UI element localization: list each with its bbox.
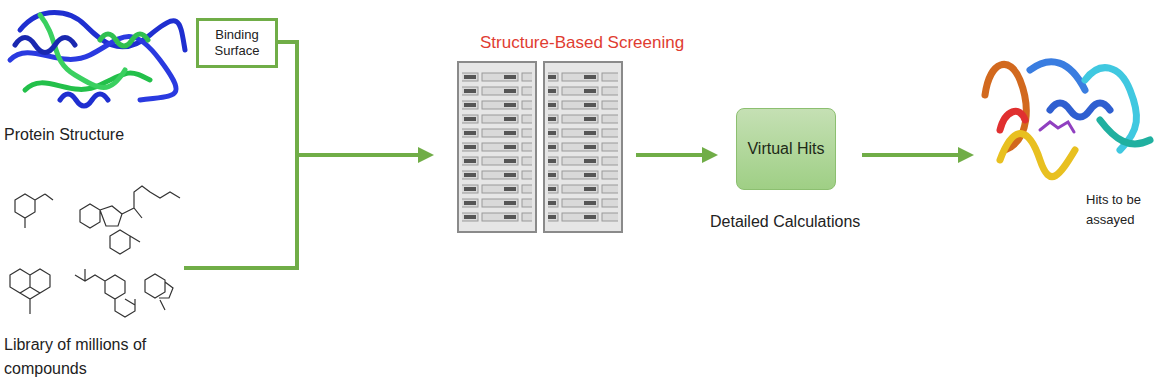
- molecule-sketches: [10, 186, 180, 317]
- virtual-hits-box: Virtual Hits: [736, 108, 836, 190]
- screening-title: Structure-Based Screening: [480, 30, 700, 56]
- protein-illustration: [10, 13, 185, 107]
- protein-caption: Protein Structure: [4, 123, 204, 147]
- library-caption: Library of millions of compounds: [4, 333, 194, 381]
- binding-surface-box: Binding Surface: [196, 18, 278, 68]
- node-text: Virtual Hits: [747, 139, 824, 158]
- flow-arrows: [184, 42, 968, 268]
- node-text: Binding Surface: [205, 27, 269, 58]
- calculations-caption: Detailed Calculations: [710, 210, 910, 234]
- protein-ligand-illustration: [985, 62, 1150, 177]
- server-illustration: [458, 62, 622, 232]
- hits-caption: Hits to be assayed: [1086, 190, 1162, 229]
